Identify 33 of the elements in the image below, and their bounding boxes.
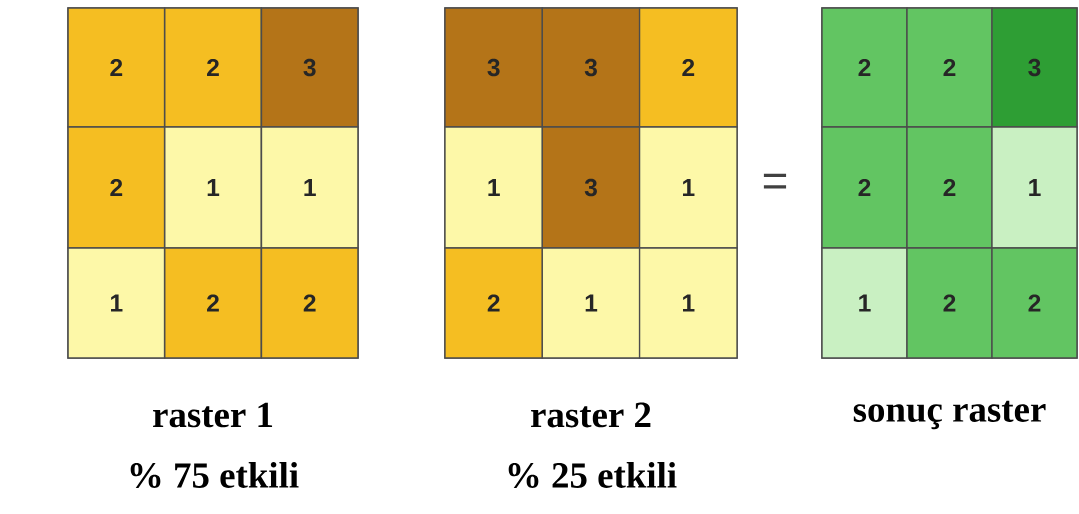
raster-cell: 2 bbox=[164, 247, 262, 359]
raster-cell: 2 bbox=[906, 126, 993, 249]
raster-cell: 1 bbox=[444, 126, 544, 249]
raster-cell: 1 bbox=[260, 126, 359, 249]
raster-cell: 1 bbox=[638, 247, 738, 359]
raster-cell: 2 bbox=[260, 247, 359, 359]
raster-label: raster 1 bbox=[153, 402, 273, 428]
raster-label: % 75 etkili bbox=[130, 461, 299, 489]
raster-cell: 3 bbox=[541, 7, 641, 128]
equals-sign: = bbox=[763, 173, 787, 189]
raster-cell: 2 bbox=[444, 247, 544, 359]
raster-cell: 2 bbox=[164, 7, 262, 128]
raster-label: sonuç raster bbox=[853, 400, 1046, 430]
raster-cell: 2 bbox=[991, 247, 1078, 359]
raster-cell: 2 bbox=[67, 126, 166, 249]
raster-cell: 2 bbox=[67, 7, 166, 128]
raster-label: raster 2 bbox=[531, 402, 651, 428]
raster-cell: 2 bbox=[638, 7, 738, 128]
raster-cell: 3 bbox=[260, 7, 359, 128]
raster-cell: 2 bbox=[821, 126, 908, 249]
raster-cell: 3 bbox=[541, 126, 641, 249]
raster-cell: 1 bbox=[164, 126, 262, 249]
raster-cell: 1 bbox=[821, 247, 908, 359]
raster-cell: 1 bbox=[541, 247, 641, 359]
raster-cell: 3 bbox=[991, 7, 1078, 128]
raster-cell: 1 bbox=[67, 247, 166, 359]
raster-cell: 1 bbox=[991, 126, 1078, 249]
raster-cell: 2 bbox=[906, 7, 993, 128]
raster-cell: 2 bbox=[821, 7, 908, 128]
raster-cell: 1 bbox=[638, 126, 738, 249]
raster-label: % 25 etkili bbox=[508, 461, 677, 489]
raster-cell: 3 bbox=[444, 7, 544, 128]
raster-cell: 2 bbox=[906, 247, 993, 359]
